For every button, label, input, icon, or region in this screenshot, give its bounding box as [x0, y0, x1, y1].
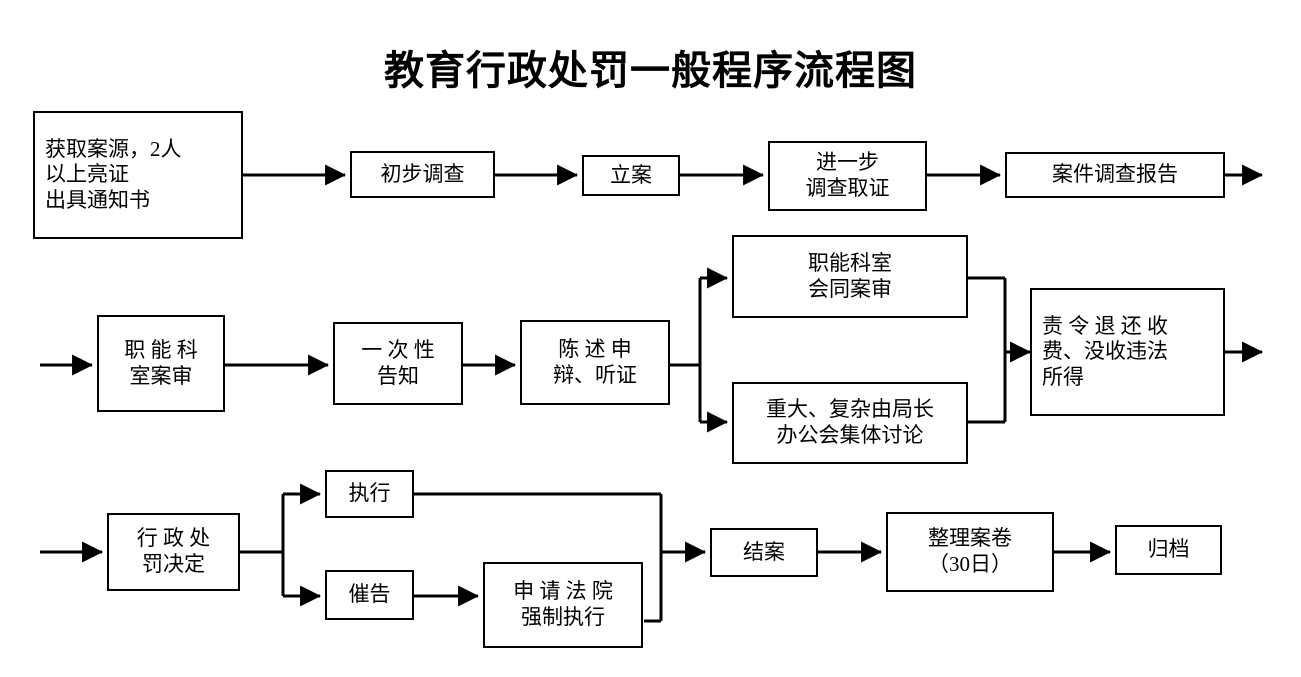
- node-line: 会同案审: [808, 276, 892, 301]
- node-line: 归档: [1147, 537, 1190, 562]
- node-line: 告知: [377, 363, 419, 388]
- node-line: 调查取证: [805, 176, 890, 200]
- node-functional-dept-review[interactable]: 职 能 科 室案审: [97, 315, 225, 412]
- node-organize-case-file[interactable]: 整理案卷 （30日）: [886, 512, 1054, 592]
- node-line: 出具通知书: [45, 187, 150, 212]
- node-line: 重大、复杂由局长: [766, 397, 934, 422]
- node-line: 辩、听证: [553, 362, 637, 387]
- node-case-filing[interactable]: 立案: [582, 155, 680, 196]
- node-line: 一 次 性: [361, 337, 435, 362]
- node-line: 案件调查报告: [1052, 162, 1178, 187]
- page-title: 教育行政处罚一般程序流程图: [384, 48, 917, 93]
- node-line: 进一步: [816, 150, 879, 175]
- node-line: 责 令 退 还 收: [1042, 313, 1168, 338]
- node-order-refund-confiscate[interactable]: 责 令 退 还 收 费、没收违法 所得: [1030, 288, 1225, 416]
- node-line: 结案: [743, 539, 785, 564]
- node-line: 催告: [348, 582, 391, 607]
- node-line: （30日）: [928, 552, 1012, 576]
- node-archive[interactable]: 归档: [1115, 525, 1222, 575]
- node-case-closure[interactable]: 结案: [710, 528, 818, 577]
- node-line: 职能科室: [808, 250, 892, 275]
- node-further-investigation-evidence[interactable]: 进一步 调查取证: [768, 141, 927, 211]
- node-line: 陈 述 申: [558, 336, 632, 361]
- node-line: 获取案源，2人: [45, 136, 182, 161]
- node-line: 整理案卷: [928, 526, 1012, 551]
- node-case-investigation-report[interactable]: 案件调查报告: [1005, 152, 1225, 198]
- node-line: 执行: [348, 481, 391, 506]
- node-line: 立案: [610, 162, 652, 187]
- node-joint-review-by-depts[interactable]: 职能科室 会同案审: [732, 235, 968, 318]
- node-line: 罚决定: [142, 552, 205, 576]
- node-administrative-penalty-decision[interactable]: 行 政 处 罚决定: [107, 513, 240, 591]
- node-line: 所得: [1042, 364, 1084, 389]
- node-line: 费、没收违法: [1042, 339, 1168, 364]
- node-preliminary-investigation[interactable]: 初步调查: [350, 151, 495, 198]
- node-major-complex-director-meeting[interactable]: 重大、复杂由局长 办公会集体讨论: [732, 382, 968, 464]
- node-line: 行 政 处: [136, 526, 211, 551]
- node-acquire-case-source[interactable]: 获取案源，2人 以上亮证 出具通知书: [33, 111, 243, 239]
- node-line: 强制执行: [521, 605, 605, 629]
- node-line: 办公会集体讨论: [776, 423, 924, 447]
- node-execution[interactable]: 执行: [325, 470, 414, 518]
- node-statement-defense-hearing[interactable]: 陈 述 申 辩、听证: [520, 320, 670, 405]
- node-urge-notice[interactable]: 催告: [325, 570, 414, 620]
- node-line: 初步调查: [380, 161, 465, 186]
- node-apply-court-enforcement[interactable]: 申 请 法 院 强制执行: [483, 562, 643, 648]
- node-line: 申 请 法 院: [513, 579, 613, 604]
- node-one-time-notification[interactable]: 一 次 性 告知: [333, 322, 463, 405]
- node-line: 职 能 科: [124, 337, 198, 362]
- node-line: 室案审: [129, 363, 193, 388]
- node-line: 以上亮证: [45, 162, 129, 187]
